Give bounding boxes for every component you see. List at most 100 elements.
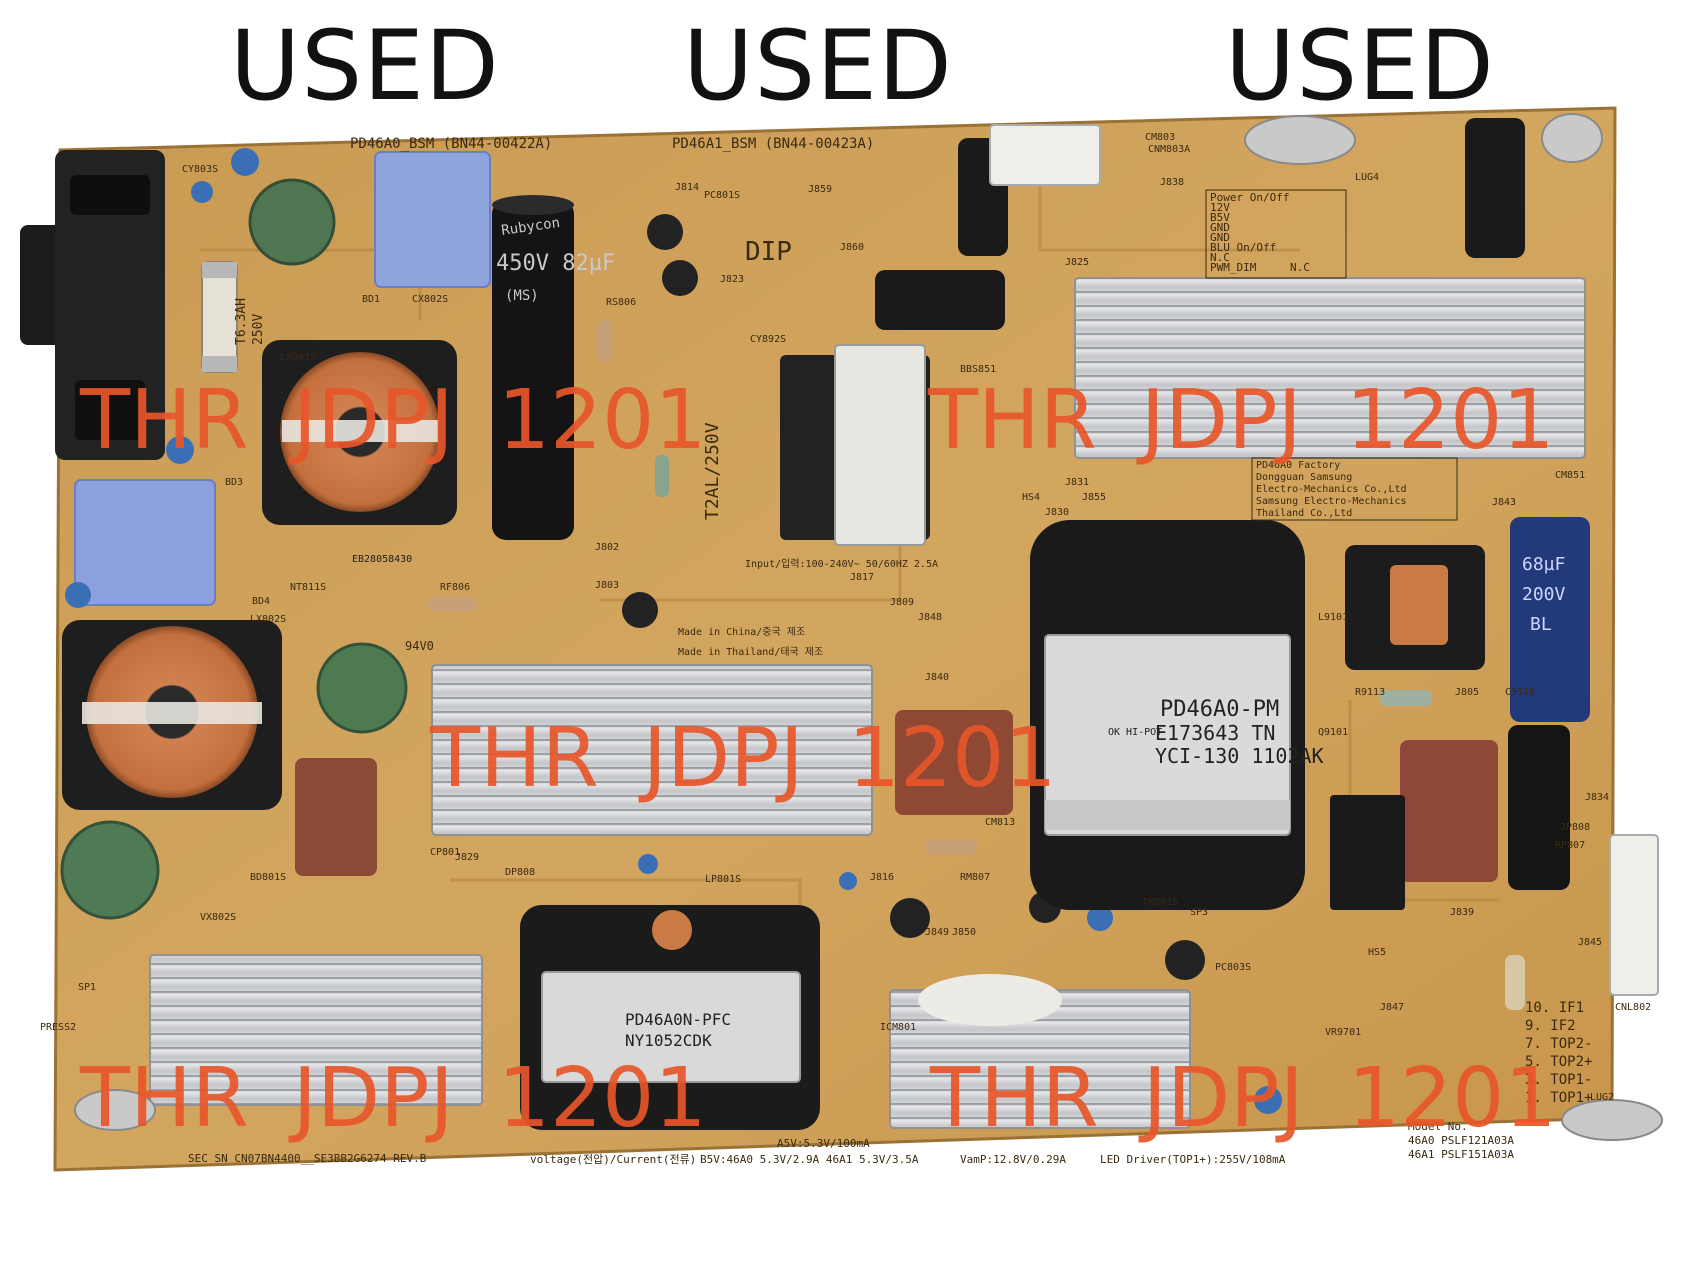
pfc-transformer-code: NY1052CDK (625, 1031, 712, 1050)
svg-text:9. IF2: 9. IF2 (1525, 1018, 1576, 1034)
x-capacitor-left (74, 479, 216, 606)
pfc-transformer: PD46A0N-PFC NY1052CDK (520, 905, 820, 1130)
svg-text:CX802S: CX802S (412, 294, 448, 305)
svg-text:J816: J816 (870, 872, 894, 883)
reference-designators: BD1 BD3 BD4 CX802S CY803S J814 PC801S J8… (40, 132, 1651, 1103)
svg-text:J830: J830 (1045, 507, 1069, 518)
svg-text:J849: J849 (925, 927, 949, 938)
common-mode-choke-bottom (62, 620, 282, 810)
svg-text:Dongguan Samsung: Dongguan Samsung (1256, 472, 1352, 483)
svg-text:GND: GND (1210, 221, 1230, 234)
varistor-top (248, 178, 336, 266)
svg-text:VR9701: VR9701 (1325, 1027, 1361, 1038)
svg-text:CNL802: CNL802 (1615, 1002, 1651, 1013)
svg-text:PD46A0 Factory: PD46A0 Factory (1256, 460, 1340, 471)
heatsink-center (431, 664, 873, 836)
svg-text:LUG2: LUG2 (1590, 1092, 1614, 1103)
svg-text:RM807: RM807 (960, 872, 990, 883)
watermark-center: THR JDPJ 1201 (430, 711, 1057, 806)
svg-text:CM813: CM813 (985, 817, 1015, 828)
svg-text:J843: J843 (1492, 497, 1516, 508)
svg-text:Power On/Off: Power On/Off (1210, 191, 1289, 204)
svg-text:J825: J825 (1065, 257, 1089, 268)
svg-text:BLU On/Off: BLU On/Off (1210, 241, 1276, 254)
svg-text:CP801: CP801 (430, 847, 460, 858)
svg-text:CY892S: CY892S (750, 334, 786, 345)
b5v-rating: B5V:46A0 5.3V/2.9A 46A1 5.3V/3.5A (700, 1153, 919, 1166)
svg-text:Model No.: Model No. (1408, 1120, 1468, 1133)
svg-text:Q9101: Q9101 (1318, 727, 1348, 738)
connector-top (989, 124, 1101, 186)
svg-text:J838: J838 (1160, 177, 1184, 188)
svg-text:RF806: RF806 (440, 582, 470, 593)
origin-china-label: Made in China/중국 제조 (678, 626, 805, 638)
voltage-current-header: voltage(전압)/Current(전류) (530, 1153, 696, 1166)
svg-text:J840: J840 (925, 672, 949, 683)
svg-text:CNM803A: CNM803A (1148, 144, 1190, 155)
fuse-rating-label: T6.3AH (234, 298, 249, 345)
svg-text:HS5: HS5 (1368, 947, 1386, 958)
resistors (428, 320, 1525, 1010)
svg-text:J817: J817 (850, 572, 874, 583)
svg-text:1. TOP1+: 1. TOP1+ (1525, 1090, 1592, 1106)
svg-text:ICM801: ICM801 (880, 1022, 916, 1033)
svg-text:L9101: L9101 (1318, 612, 1348, 623)
fuse2-label: T2AL/250V (702, 422, 723, 520)
svg-text:LUG4: LUG4 (1355, 172, 1379, 183)
svg-text:DP808: DP808 (505, 867, 535, 878)
factory-table: PD46A0 Factory Dongguan Samsung Electro-… (1251, 457, 1458, 521)
svg-text:10. IF1: 10. IF1 (1525, 1000, 1584, 1016)
svg-text:N.C: N.C (1210, 251, 1230, 264)
svg-text:J829: J829 (455, 852, 479, 863)
svg-text:J855: J855 (1082, 492, 1106, 503)
serial-number-label: SEC SN CN07BN4400__SE3BB2G6274 REV.B (188, 1152, 427, 1165)
svg-text:J859: J859 (808, 184, 832, 195)
voltage-regulator (1330, 795, 1405, 910)
capacitor-ms-label: (MS) (505, 288, 539, 304)
svg-text:PC803S: PC803S (1215, 962, 1251, 973)
svg-text:R9113: R9113 (1355, 687, 1385, 698)
svg-text:J802: J802 (595, 542, 619, 553)
svg-text:LP801S: LP801S (705, 874, 741, 885)
output-pin-list: 10. IF1 9. IF2 7. TOP2- 5. TOP2+ 3. TOP1… (1525, 1000, 1592, 1106)
svg-text:RS806: RS806 (606, 297, 636, 308)
film-capacitor-right (1400, 740, 1498, 882)
svg-text:BD3: BD3 (225, 477, 243, 488)
svg-text:B5V: B5V (1210, 211, 1230, 224)
film-capacitor-left (295, 758, 377, 876)
svg-text:J839: J839 (1450, 907, 1474, 918)
svg-text:200V: 200V (1522, 584, 1566, 605)
right-capacitor-labels: 68µF 200V BL (1522, 554, 1566, 635)
a5v-rating: A5V:5.3V/100mA (777, 1137, 870, 1150)
svg-text:VX802S: VX802S (200, 912, 236, 923)
standby-transformer (780, 344, 930, 546)
svg-text:HS4: HS4 (1022, 492, 1040, 503)
svg-text:12V: 12V (1210, 201, 1230, 214)
svg-text:46A1 PSLF151A03A: 46A1 PSLF151A03A (1408, 1148, 1514, 1161)
output-inductor (1345, 545, 1485, 670)
common-mode-choke-top (262, 340, 457, 525)
svg-text:J803: J803 (595, 580, 619, 591)
svg-text:SP1: SP1 (78, 982, 96, 993)
small-blue-capacitors (65, 148, 1282, 1114)
main-transformer-batch: YCI-130 1102AK (1155, 744, 1324, 768)
svg-text:BL: BL (1530, 614, 1552, 635)
origin-thailand-label: Made in Thailand/태국 제조 (678, 646, 823, 658)
svg-text:LX802S: LX802S (250, 614, 286, 625)
svg-text:J831: J831 (1065, 477, 1089, 488)
fuse-voltage-label: 250V (251, 314, 266, 345)
svg-text:46A0 PSLF121A03A: 46A0 PSLF121A03A (1408, 1134, 1514, 1147)
svg-text:J845: J845 (1578, 937, 1602, 948)
svg-text:TM801S: TM801S (1142, 897, 1178, 908)
watermark-top-right: THR JDPJ 1201 (928, 373, 1555, 468)
main-capacitor: Rubycon 450V 82µF (MS) (492, 195, 615, 540)
svg-text:PC801S: PC801S (704, 190, 740, 201)
svg-text:GND: GND (1210, 231, 1230, 244)
svg-text:J847: J847 (1380, 1002, 1404, 1013)
svg-text:LX801S: LX801S (280, 352, 316, 363)
svg-text:CM803: CM803 (1145, 132, 1175, 143)
connector-right (1609, 834, 1659, 996)
svg-text:BD801S: BD801S (250, 872, 286, 883)
svg-text:NT811S: NT811S (290, 582, 326, 593)
